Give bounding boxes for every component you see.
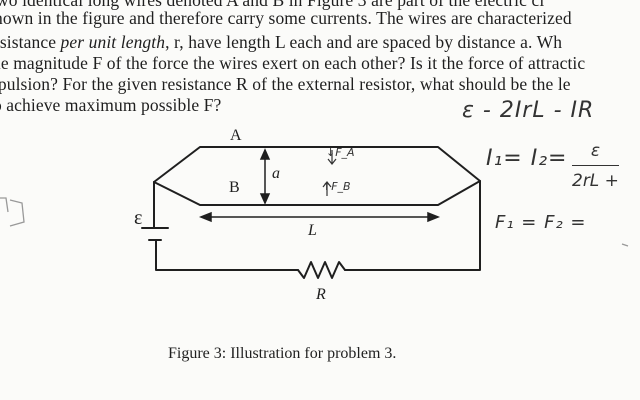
handwritten-force-label-A: ↓F_A: [326, 146, 355, 159]
resistor-symbol: [297, 261, 346, 279]
arrow-head-left: [198, 211, 212, 223]
margin-sketch: [0, 197, 25, 227]
label-separation: a: [272, 165, 280, 182]
label-length: L: [308, 222, 317, 239]
arrow-head-up: [259, 148, 271, 160]
handwritten-force-label-B: ↑F_B: [322, 180, 351, 193]
problem-text-line: epulsion? For the given resistance R of …: [0, 74, 571, 94]
label-resistance: R: [316, 286, 326, 303]
fraction-numerator: ε: [590, 141, 601, 161]
problem-text-line: hown in the figure and therefore carry s…: [0, 8, 572, 28]
return-wire: [344, 180, 481, 271]
problem-text-fragment: , r, have length L each and are spaced b…: [165, 32, 563, 52]
problem-text-line: wo identical long wires denoted A and B …: [0, 0, 545, 10]
wire-A: [153, 146, 481, 183]
emphasis-per-unit-length: per unit length: [60, 32, 166, 52]
handwritten-fraction: ε 2rL +: [572, 137, 619, 195]
handwritten-emf-equation: ε - 2IrL - IR: [462, 98, 595, 123]
fraction-denominator: 2rL +: [572, 165, 619, 195]
problem-text-line: he magnitude F of the force the wires ex…: [0, 53, 586, 73]
figure-caption: Figure 3: Illustration for problem 3.: [168, 345, 397, 362]
margin-mark-right: [621, 243, 629, 247]
label-wire-B: B: [229, 179, 240, 196]
wire-B: [153, 180, 481, 206]
problem-text-fragment: esistance: [0, 32, 57, 52]
handwritten-force-equation: F₁ = F₂ =: [495, 212, 587, 233]
problem-text-line: esistance per unit length, r, have lengt…: [0, 32, 562, 52]
return-wire-left: [155, 243, 299, 271]
label-emf: ε: [134, 207, 143, 229]
arrow-head-right: [427, 211, 441, 223]
handwritten-current-equation: I₁= I₂=: [486, 146, 568, 171]
label-wire-A: A: [230, 127, 242, 144]
arrow-head-down: [259, 193, 271, 205]
problem-text-line: to achieve maximum possible F?: [0, 95, 222, 115]
